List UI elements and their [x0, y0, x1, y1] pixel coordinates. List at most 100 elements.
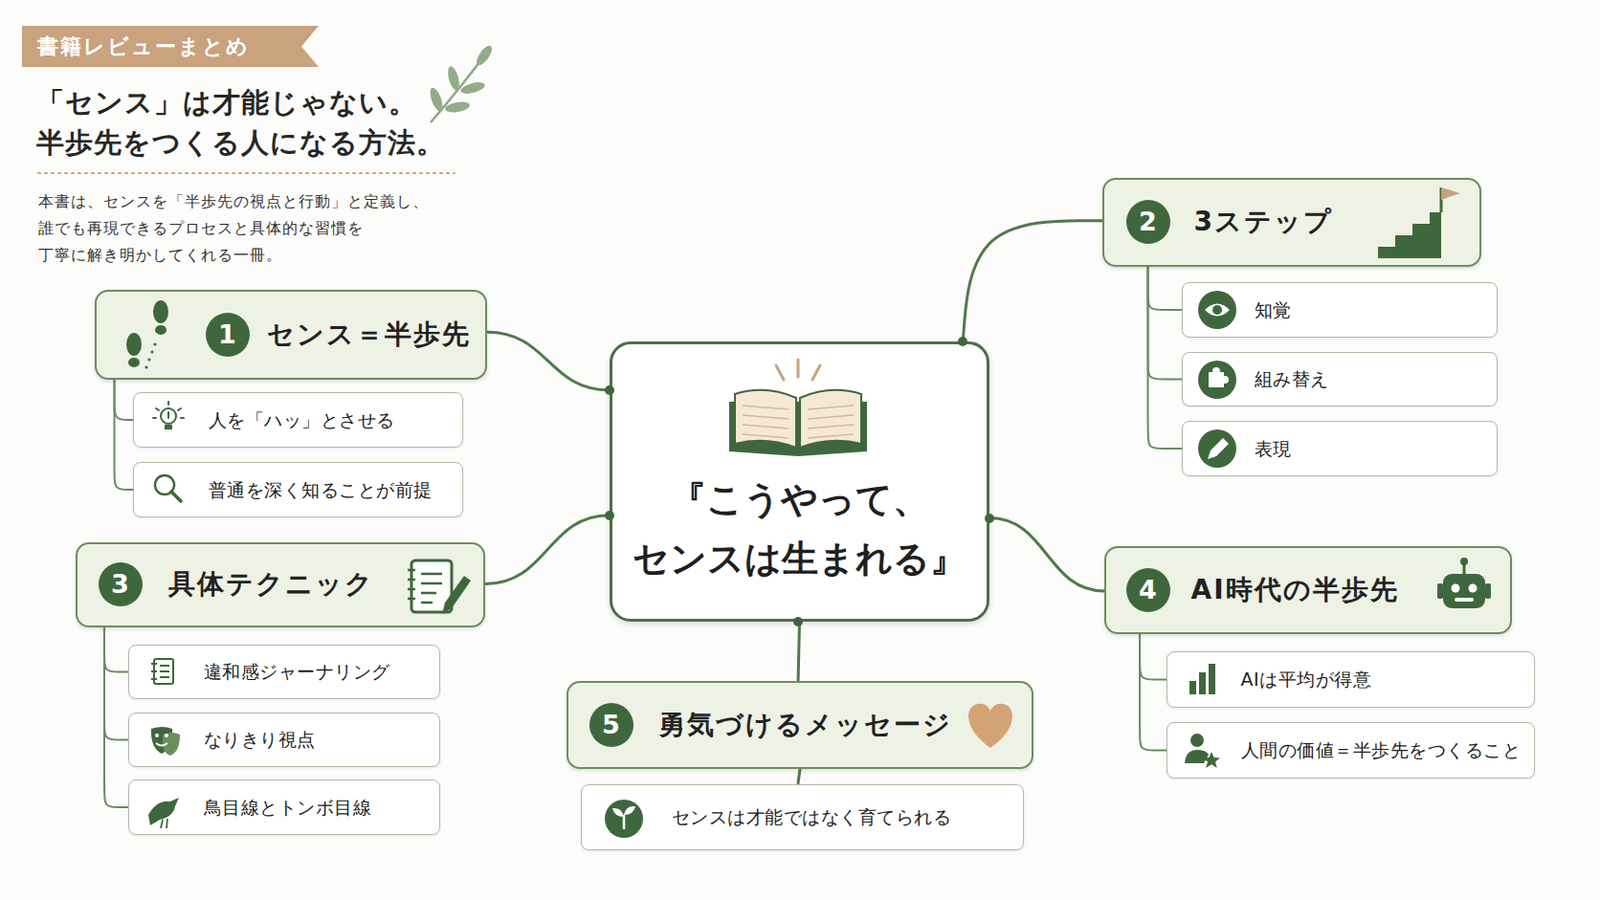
leaf-box: 人を「ハッ」とさせる [133, 392, 464, 448]
tag-text: 書籍レビューまとめ [37, 25, 250, 67]
flag [1441, 187, 1461, 200]
connector [114, 379, 134, 490]
callout-number: 1 [205, 312, 250, 357]
icon-circle [1198, 290, 1237, 330]
puzzle-knob [1221, 376, 1229, 384]
leaf-text: 普通を深く知ることが前提 [208, 478, 433, 502]
leaf-sprig [427, 43, 495, 123]
branch-heading: センス＝半歩先 [266, 318, 471, 352]
leaf-text: 人間の価値＝半歩先をつくること [1241, 738, 1522, 762]
page-lines [807, 405, 854, 439]
sprout-leaf [612, 808, 624, 818]
robot-head [1443, 574, 1486, 609]
book-ray [812, 365, 821, 380]
book-ray [797, 359, 800, 378]
journal-lines [151, 664, 170, 680]
connector [989, 518, 1105, 592]
leaf-text: 人を「ハッ」とさせる [208, 408, 396, 432]
bird-icon [148, 798, 179, 829]
person-body [1184, 750, 1209, 764]
book-page [800, 390, 862, 448]
bar-chart-icon [1189, 664, 1216, 695]
robot-icon [1437, 557, 1491, 609]
star [1202, 752, 1221, 769]
leaf-box: 表現 [1181, 421, 1498, 477]
bulb-glass [160, 408, 177, 424]
connector [114, 379, 134, 421]
sprig-leaf [427, 86, 445, 113]
book-illustration [729, 359, 867, 457]
mask-eye [164, 733, 169, 738]
branch-box: 3具体テクニック [75, 542, 486, 628]
branch-heading: 勇気づけるメッセージ [658, 709, 953, 742]
robot-ear [1437, 583, 1444, 600]
leaf-box: 違和感ジャーナリング [128, 644, 441, 700]
lightbulb-icon [153, 401, 184, 430]
stairs [1377, 212, 1442, 259]
magnifier-lens [155, 475, 175, 495]
bird-legs [160, 819, 168, 829]
chart-bar [1199, 672, 1206, 695]
robot-eye [1451, 584, 1461, 594]
book-ray [776, 365, 784, 380]
pencil-icon [1198, 429, 1237, 468]
leaf-text: センスは才能ではなく育てられる [671, 805, 953, 829]
header-tag: 書籍レビューまとめ [22, 25, 319, 67]
anchor-dot [604, 511, 615, 521]
sprig-stem [430, 53, 487, 123]
bird-body [148, 798, 179, 826]
leaf-text: 組み替え [1254, 367, 1330, 391]
flag-pole [1440, 187, 1444, 213]
magnifier-handle [171, 491, 181, 502]
ribbon-fill [22, 25, 319, 67]
central-topic: 『こうやって、 センスは生まれる』 [609, 341, 990, 623]
leaf-text: 違和感ジャーナリング [203, 660, 391, 684]
callout-number: 5 [589, 703, 634, 748]
leaf-text: なりきり視点 [203, 728, 316, 752]
icon-circle [1198, 429, 1237, 468]
anchor-dots [604, 336, 995, 627]
trail-dot [153, 342, 156, 346]
connector [1148, 266, 1182, 311]
trail-dot [144, 365, 148, 369]
notebook-pencil [442, 576, 471, 615]
anchor-dot [957, 336, 968, 347]
leaf-box: AIは平均が得意 [1166, 651, 1535, 709]
pencil [1207, 438, 1229, 460]
leaf-box: なりきり視点 [128, 712, 441, 768]
person-head [1190, 733, 1204, 748]
anchor-dot [793, 617, 803, 627]
book-page [734, 390, 797, 448]
person-star-icon [1184, 733, 1221, 769]
icon-circle [604, 800, 644, 839]
connector [798, 622, 800, 682]
robot-mouth [1454, 598, 1474, 602]
journal-icon [151, 659, 174, 685]
puzzle-piece [1208, 372, 1224, 388]
sprig-leaf [444, 100, 470, 114]
puzzle-icon [1198, 360, 1237, 400]
connector [1139, 634, 1167, 681]
anchor-dot [604, 385, 615, 396]
magnifier-icon [155, 475, 181, 502]
branch-box: 23ステップ [1102, 177, 1482, 267]
connector [1139, 634, 1167, 752]
leaf-box: 人間の価値＝半歩先をつくること [1166, 722, 1535, 779]
foot-heel [155, 325, 167, 335]
connector [962, 221, 1103, 342]
bulb-rays [153, 401, 184, 419]
journal-cover [154, 659, 174, 685]
trail-dot [147, 357, 151, 361]
eye-icon [1198, 290, 1237, 330]
mask [162, 733, 180, 756]
leaf-box: センスは才能ではなく育てられる [580, 784, 1024, 851]
bulb-base [164, 424, 173, 430]
branch-box: 4AI時代の半歩先 [1104, 546, 1512, 635]
icon-circle [1198, 360, 1237, 400]
callout-number: 2 [1126, 200, 1171, 245]
trail-dot [150, 350, 154, 354]
mask-eye [155, 733, 159, 738]
sprout-icon [604, 800, 644, 839]
leaf-text: 知覚 [1254, 298, 1292, 322]
